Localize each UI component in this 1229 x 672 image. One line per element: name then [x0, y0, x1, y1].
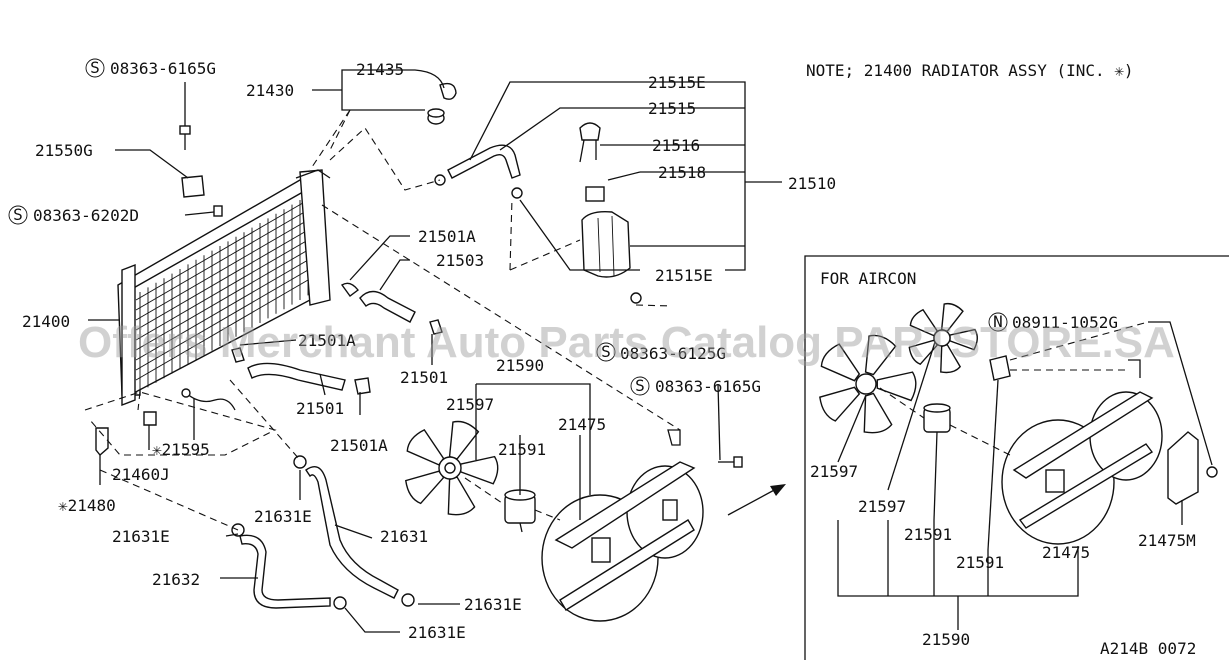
phantom-lines [84, 109, 1149, 531]
label-inset-21597-a: 21597 [810, 462, 858, 481]
label-inset-21591-b: 21591 [956, 553, 1004, 572]
label-21460J: 21460J [112, 465, 170, 484]
label-21550G: 21550G [35, 141, 93, 160]
label-21591: 21591 [498, 440, 546, 459]
upper-hose[interactable] [434, 144, 521, 186]
reservoir-tank[interactable] [511, 122, 642, 304]
label-21475: 21475 [558, 415, 606, 434]
direction-arrow [727, 484, 786, 516]
watermark: Offers Merchant Auto Parts Catalog PARTS… [78, 318, 1175, 367]
svg-text:S: S [90, 58, 100, 77]
label-bolt-left: 08363-6202D [33, 206, 139, 225]
label-bolt-right: 08363-6165G [655, 377, 761, 396]
s-bolt-mark: S [630, 376, 650, 396]
label-21501A-mid: 21501A [298, 331, 356, 350]
inset-fan-b[interactable] [908, 302, 978, 374]
label-21632: 21632 [152, 570, 200, 589]
label-inset-21475M: 21475M [1138, 531, 1196, 550]
label-21501A-front: 21501 [400, 368, 448, 387]
label-inset-21475: 21475 [1042, 543, 1090, 562]
label-nut-inset: 08911-1052G [1012, 313, 1118, 332]
label-21515: 21515 [648, 99, 696, 118]
label-inset-21597-b: 21597 [858, 497, 906, 516]
inset-fan-motor[interactable] [923, 355, 1011, 433]
label-21631E-bottom-right: 21631E [464, 595, 522, 614]
label-21501A-top: 21501A [418, 227, 476, 246]
figure-code: A214B 0072 [1100, 639, 1196, 658]
labels: S 08363-6165G S 08363-6202D S 08363-6125… [8, 58, 1196, 658]
fan-shroud[interactable] [541, 429, 704, 622]
s-bolt-mark: S [85, 58, 105, 78]
label-21631E-bottom: 21631E [408, 623, 466, 642]
label-21590: 21590 [496, 356, 544, 375]
label-21516: 21516 [652, 136, 700, 155]
label-21631E-mid: 21631E [254, 507, 312, 526]
label-21631: 21631 [380, 527, 428, 546]
inset-resistor[interactable] [1167, 431, 1218, 505]
svg-text:S: S [601, 342, 611, 361]
inset-title: FOR AIRCON [820, 269, 916, 288]
label-21501: 21501 [296, 399, 344, 418]
label-21503: 21503 [436, 251, 484, 270]
label-21515E-bottom: 21515E [655, 266, 713, 285]
label-21480: ✳21480 [58, 496, 116, 515]
note-text: NOTE; 21400 RADIATOR ASSY (INC. ✳) [806, 61, 1134, 80]
label-21597: 21597 [446, 395, 494, 414]
inset-fan-a[interactable] [819, 334, 917, 434]
label-21435: 21435 [356, 60, 404, 79]
label-21518: 21518 [658, 163, 706, 182]
radiator-cap[interactable] [427, 82, 457, 125]
label-21595: ✳21595 [152, 440, 210, 459]
label-bolt-top: 08363-6165G [110, 59, 216, 78]
svg-text:N: N [993, 312, 1003, 331]
label-bolt-mid: 08363-6125G [620, 344, 726, 363]
lower-hose[interactable] [340, 282, 443, 335]
radiator-assembly[interactable] [117, 169, 331, 407]
bolts[interactable] [179, 125, 743, 468]
label-21515E-top: 21515E [648, 73, 706, 92]
label-21400: 21400 [22, 312, 70, 331]
label-21430: 21430 [246, 81, 294, 100]
label-21501A-low: 21501A [330, 436, 388, 455]
n-nut-mark: N [988, 312, 1008, 332]
oil-cooler-hoses[interactable] [231, 455, 415, 610]
svg-text:S: S [635, 376, 645, 395]
label-21510: 21510 [788, 174, 836, 193]
aircon-inset-frame [804, 255, 1229, 660]
cooling-fan[interactable] [404, 420, 499, 516]
leader-lines [88, 69, 1213, 633]
label-21631E-left: 21631E [112, 527, 170, 546]
label-inset-21590: 21590 [922, 630, 970, 649]
inset-fan-shroud[interactable] [1001, 359, 1163, 545]
fan-motor[interactable] [504, 489, 536, 533]
overflow-hose[interactable] [231, 347, 371, 395]
svg-text:S: S [13, 205, 23, 224]
s-bolt-mark: S [8, 205, 28, 225]
s-bolt-mark: S [596, 342, 616, 362]
label-inset-21591-a: 21591 [904, 525, 952, 544]
